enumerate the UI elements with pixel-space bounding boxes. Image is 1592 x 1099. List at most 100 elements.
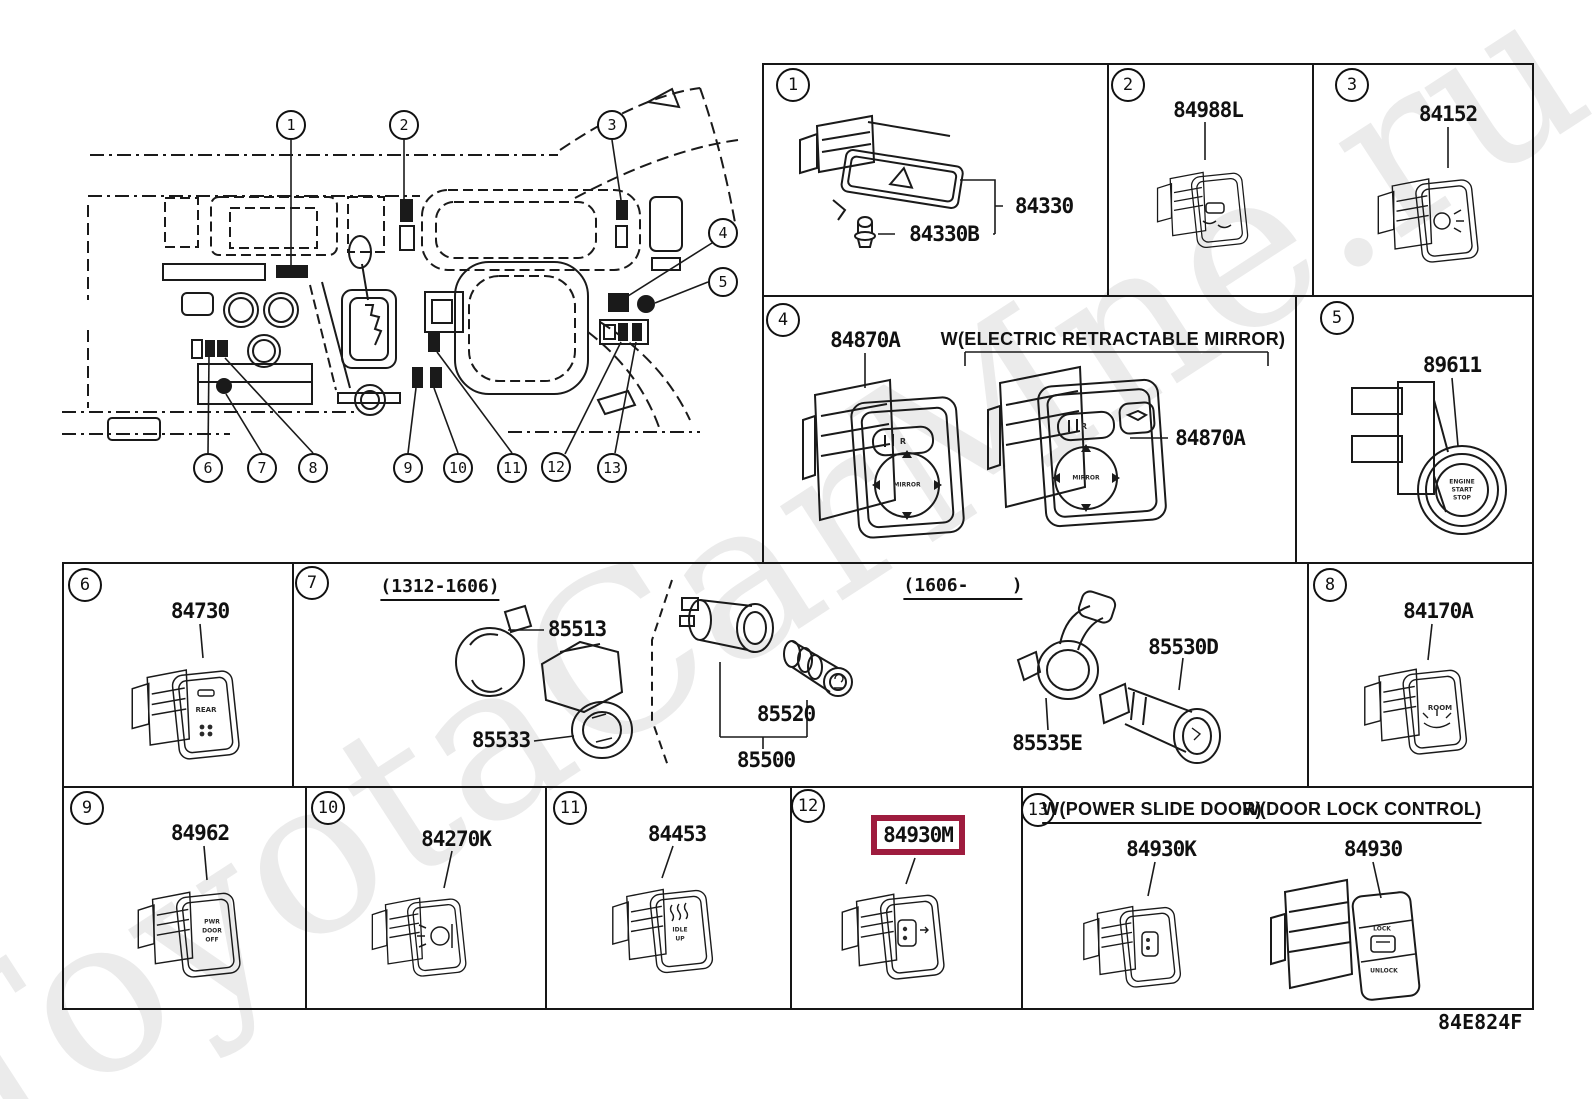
pwr-face-line1: PWR (204, 918, 220, 926)
panel13-lock-switch-illustration (1270, 861, 1421, 1001)
panel-9-number-label: 9 (81, 797, 93, 818)
panel-12-number-label: 12 (797, 795, 819, 816)
mirror2-r-label: R (1080, 422, 1088, 432)
callout-12-label: 12 (546, 457, 566, 476)
panel-4-number: 4 (766, 303, 800, 337)
part-85530D-label: 85530D (1148, 635, 1219, 659)
panel8-switch-illustration (1364, 623, 1469, 756)
callout-leader-lines (207, 139, 713, 455)
door-lock-control-note: W(DOOR LOCK CONTROL) (1242, 800, 1482, 824)
part-84962-label: 84962 (170, 821, 230, 845)
panel12-switch-illustration (841, 857, 946, 981)
panel-8-number-label: 8 (1324, 574, 1336, 595)
panel-10-number: 10 (311, 791, 345, 825)
part-84330B-label: 84330B (909, 222, 980, 246)
panel-12-number: 12 (791, 789, 825, 823)
callout-1: 1 (276, 110, 306, 140)
panel13-slide-switch-illustration (1083, 861, 1183, 989)
pwr-face-line3: OFF (205, 936, 219, 944)
panel10-switch-illustration (371, 850, 468, 978)
part-84170A-label: 84170A (1403, 599, 1474, 623)
panel-13-cell (1021, 786, 1534, 1010)
idle-face-line1: IDLE (672, 926, 688, 934)
panel6-switch-illustration (131, 623, 241, 761)
callout-8: 8 (298, 453, 328, 483)
panel-1-number: 1 (776, 68, 810, 102)
callout-13-label: 13 (602, 458, 622, 477)
callout-3: 3 (597, 110, 627, 140)
part-84930M-label: 84930M (883, 822, 954, 847)
part-85520-label: 85520 (756, 702, 816, 726)
callout-11: 11 (497, 453, 527, 483)
panel-5-number-label: 5 (1331, 307, 1343, 328)
panel3-switch-illustration (1377, 127, 1480, 264)
panel-8-number: 8 (1313, 568, 1347, 602)
mirror1-r-label: R (899, 437, 907, 447)
part-84730-label: 84730 (170, 599, 230, 623)
part-89611-label: 89611 (1422, 353, 1482, 377)
part-84330-label: 84330 (1014, 194, 1074, 218)
diagram-code: 84E824F (1438, 1010, 1523, 1034)
part-84870A-left-label: 84870A (830, 328, 901, 352)
panel-13-number: 13 (1021, 793, 1055, 827)
callout-5: 5 (708, 267, 738, 297)
callout-7-label: 7 (257, 458, 267, 477)
callout-12: 12 (541, 452, 571, 482)
callout-7: 7 (247, 453, 277, 483)
panel-11-number: 11 (553, 791, 587, 825)
part-85535E-label: 85535E (1012, 731, 1083, 755)
part-84930K-label: 84930K (1126, 837, 1197, 861)
panel-7-number: 7 (295, 566, 329, 600)
panel-3-number-label: 3 (1346, 74, 1358, 95)
production-range-early: (1312-1606) (380, 578, 500, 601)
panel-1-number-label: 1 (787, 74, 799, 95)
callout-2-label: 2 (399, 115, 409, 134)
panel-2-number-label: 2 (1122, 74, 1134, 95)
panel-13-number-label: 13 (1027, 799, 1049, 820)
power-slide-door-note: W(POWER SLIDE DOOR) (1042, 800, 1262, 824)
callout-13: 13 (597, 453, 627, 483)
mirror-switch-illustrations (802, 351, 1269, 539)
part-84930M-highlight-box: 84930M (871, 815, 965, 855)
panel11-switch-illustration (612, 845, 715, 975)
part-85533-label: 85533 (471, 728, 531, 752)
room-lamp-face-label: ROOM (1427, 703, 1453, 712)
panel-6-number-label: 6 (79, 574, 91, 595)
lighter-socket-illustrations (455, 579, 1221, 767)
callout-8-label: 8 (308, 458, 318, 477)
dashboard-overview-drawing (62, 87, 739, 455)
electric-retractable-mirror-note: W(ELECTRIC RETRACTABLE MIRROR) (940, 329, 1286, 349)
part-85513-label: 85513 (547, 617, 607, 641)
part-84270K-label: 84270K (421, 827, 492, 851)
callout-10-label: 10 (448, 458, 468, 477)
production-range-late: (1606- ) (903, 577, 1023, 600)
switch-location-markers (205, 199, 655, 394)
panel-11-number-label: 11 (559, 797, 581, 818)
part-84152-label: 84152 (1418, 102, 1478, 126)
start-button-stop-label: STOP (1453, 494, 1471, 502)
callout-4-label: 4 (718, 223, 728, 242)
panel-5-number: 5 (1320, 301, 1354, 335)
panel9-switch-illustration (137, 845, 242, 979)
callout-1-label: 1 (286, 115, 296, 134)
callout-3-label: 3 (607, 115, 617, 134)
callout-4: 4 (708, 218, 738, 248)
panel-2-number: 2 (1111, 68, 1145, 102)
start-stop-button-illustration (1351, 377, 1507, 535)
panel-3-number: 3 (1335, 68, 1369, 102)
pwr-face-line2: DOOR (202, 927, 222, 935)
callout-6-label: 6 (203, 458, 213, 477)
panel-4-number-label: 4 (777, 309, 789, 330)
callout-5-label: 5 (718, 272, 728, 291)
callout-9: 9 (393, 453, 423, 483)
panel-7-number-label: 7 (306, 572, 318, 593)
part-84930-label: 84930 (1343, 837, 1403, 861)
panel2-switch-illustration (1156, 122, 1250, 249)
lock-face-label: LOCK (1373, 925, 1391, 933)
unlock-face-label: UNLOCK (1370, 967, 1398, 975)
start-button-engine-label: ENGINE (1449, 478, 1475, 486)
idle-face-line2: UP (675, 935, 685, 943)
panel-9-number: 9 (70, 791, 104, 825)
part-85500-label: 85500 (736, 748, 796, 772)
